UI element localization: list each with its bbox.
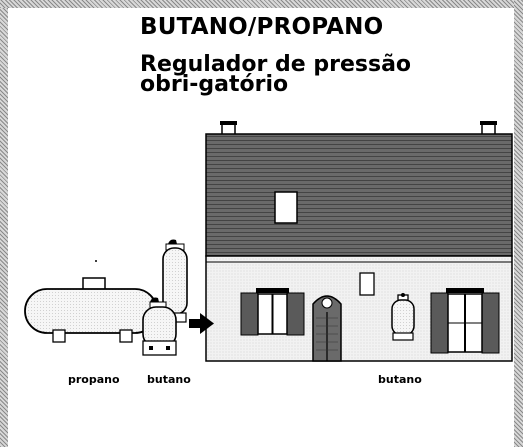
door xyxy=(312,295,342,362)
house xyxy=(205,121,513,362)
roof xyxy=(205,133,513,257)
frame-border-right xyxy=(514,0,523,447)
slide-title: BUTANO/PROPANO xyxy=(140,14,384,40)
window-right xyxy=(430,288,500,354)
frame-border-top xyxy=(0,0,523,8)
roof-window xyxy=(274,191,298,224)
window-left xyxy=(240,288,305,336)
frame-border-left xyxy=(0,0,8,447)
wall-butane-bottle xyxy=(391,293,415,341)
arrow-icon xyxy=(189,313,214,334)
vent-window xyxy=(359,272,375,296)
slide-subtitle: Regulador de pressão obri-gatório xyxy=(140,52,412,97)
short-butane-bottle xyxy=(142,297,177,356)
propane-tank xyxy=(24,260,158,343)
label-butano-bottles: butano xyxy=(147,373,191,386)
label-butano-house: butano xyxy=(378,373,422,386)
label-propano: propano xyxy=(68,373,120,386)
